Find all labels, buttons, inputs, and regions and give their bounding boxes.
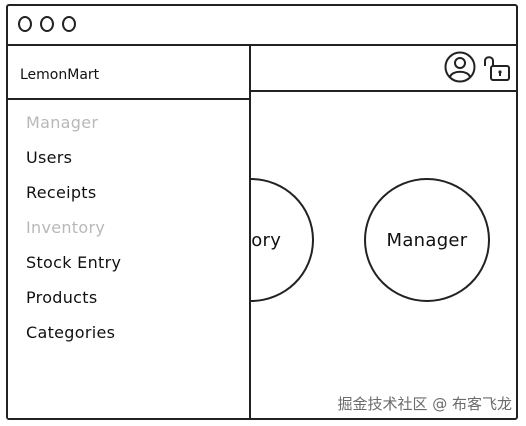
unlocked-padlock-icon[interactable] <box>482 53 512 83</box>
window-minimize-button[interactable] <box>40 16 54 32</box>
watermark-text: 掘金技术社区 @ 布客飞龙 <box>337 395 512 413</box>
manager-tile-label: Manager <box>386 229 468 251</box>
nav-item-stock-entry[interactable]: Stock Entry <box>26 253 122 272</box>
app-toolbar <box>8 46 516 92</box>
nav-list: Manager Users Receipts Inventory Stock E… <box>26 108 121 353</box>
manager-tile[interactable]: Manager <box>364 178 490 302</box>
window-close-button[interactable] <box>18 16 32 32</box>
nav-item-categories[interactable]: Categories <box>26 323 116 342</box>
user-avatar-icon[interactable] <box>444 51 476 83</box>
nav-item-users[interactable]: Users <box>26 148 73 167</box>
window-titlebar <box>8 6 516 46</box>
nav-section-inventory: Inventory <box>26 218 106 237</box>
app-brand: LemonMart <box>8 46 249 100</box>
nav-section-manager: Manager <box>26 113 99 132</box>
app-window: entory Manager LemonMart Manager Users R… <box>6 4 518 420</box>
nav-item-products[interactable]: Products <box>26 288 98 307</box>
window-maximize-button[interactable] <box>62 16 76 32</box>
side-navigation: LemonMart Manager Users Receipts Invento… <box>8 46 251 418</box>
nav-item-receipts[interactable]: Receipts <box>26 183 97 202</box>
brand-label: LemonMart <box>20 67 100 83</box>
